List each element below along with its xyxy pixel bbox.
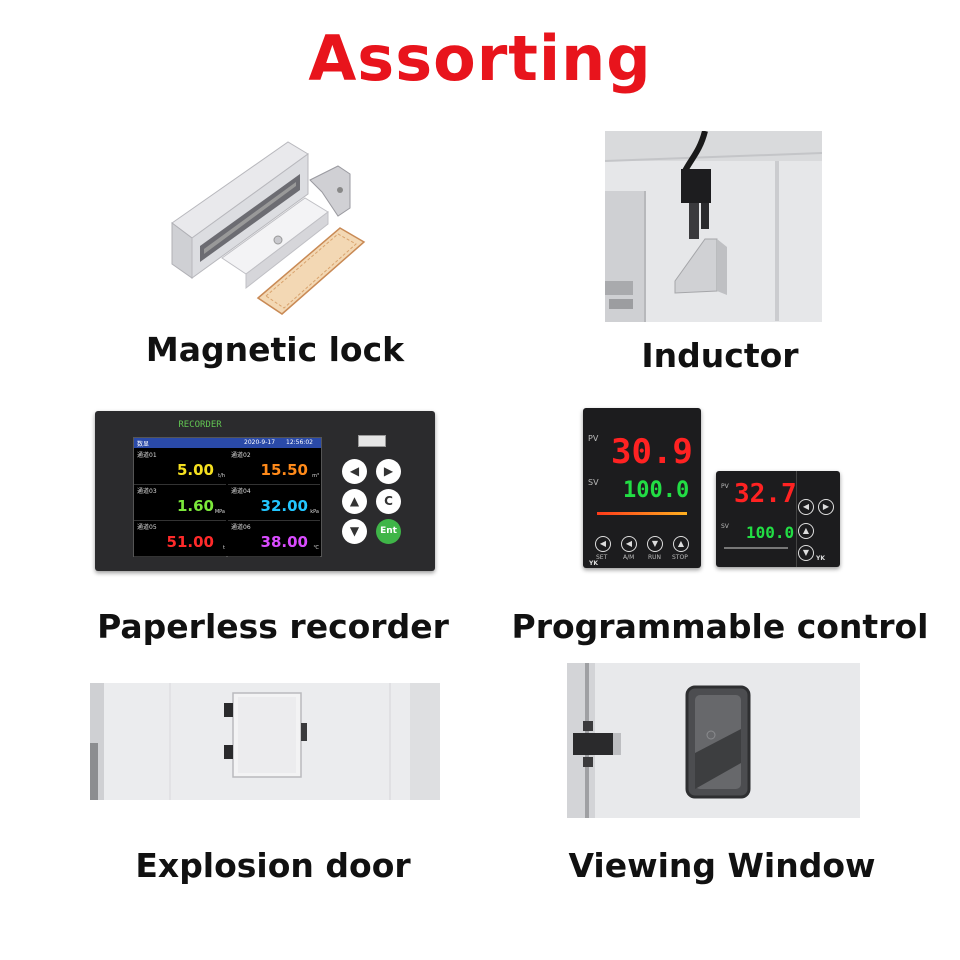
recorder-brand: RECORDER xyxy=(178,420,222,430)
channel-name: 通道02 xyxy=(231,452,251,459)
bar-indicator xyxy=(724,547,788,549)
channel-unit: t xyxy=(223,545,225,551)
sv-label: SV xyxy=(721,523,729,530)
stop-button[interactable]: ▲ xyxy=(673,536,689,552)
recorder-channel-06: 通道06 38.00 ℃ xyxy=(228,521,320,557)
right-button[interactable]: ▶ xyxy=(818,499,834,515)
set-label: SET xyxy=(596,554,608,561)
recorder-time: 12:56:02 xyxy=(286,439,313,446)
controller-large: PV 30.9 SV 100.0 ◀ ◀ ▼ ▲ SET A/M RUN STO… xyxy=(583,408,701,568)
channel-name: 通道06 xyxy=(231,524,251,531)
recorder-channel-03: 通道03 1.60 MPa xyxy=(134,485,226,521)
right-arrow-button[interactable]: ▶ xyxy=(376,459,401,484)
channel-unit: kPa xyxy=(310,509,319,515)
recorder-status-bar: 数显 2020-9-17 12:56:02 xyxy=(134,438,321,448)
inductor-caption: Inductor xyxy=(641,336,799,375)
down-button[interactable]: ▼ xyxy=(798,545,814,561)
channel-value: 32.00 xyxy=(260,497,308,515)
button-panel xyxy=(796,471,797,567)
recorder-screen: 数显 2020-9-17 12:56:02 通道01 5.00 t/h 通道02… xyxy=(133,437,322,557)
controller-small: PV 32.7 SV 100.0 ◀ ▶ ▲ ▼ YK xyxy=(716,471,840,567)
channel-name: 通道01 xyxy=(137,452,157,459)
channel-unit: t/h xyxy=(218,473,225,479)
pv-display: 30.9 xyxy=(611,432,693,472)
channel-name: 通道05 xyxy=(137,524,157,531)
channel-unit: m³ xyxy=(312,473,319,479)
pv-label: PV xyxy=(721,483,729,490)
sv-display: 100.0 xyxy=(623,478,690,503)
brand-logo: YK xyxy=(589,560,598,567)
run-button[interactable]: ▼ xyxy=(647,536,663,552)
enter-button[interactable]: Ent xyxy=(376,519,401,544)
up-arrow-button[interactable]: ▲ xyxy=(342,489,367,514)
am-label: A/M xyxy=(623,554,635,561)
viewing-window-image xyxy=(567,663,860,818)
channel-unit: MPa xyxy=(214,509,225,515)
run-label: RUN xyxy=(648,554,662,561)
page-title: Assorting xyxy=(308,22,652,95)
channel-unit: ℃ xyxy=(313,545,319,551)
recorder-channel-02: 通道02 15.50 m³ xyxy=(228,449,320,485)
channel-name: 通道03 xyxy=(137,488,157,495)
am-button[interactable]: ◀ xyxy=(621,536,637,552)
recorder-date: 2020-9-17 xyxy=(244,439,276,446)
usb-port-icon xyxy=(358,435,386,447)
explosion-door-image xyxy=(90,683,440,800)
pv-display: 32.7 xyxy=(734,479,797,509)
channel-value: 51.00 xyxy=(166,533,214,551)
sv-label: SV xyxy=(588,478,599,487)
pv-label: PV xyxy=(588,434,599,443)
magnetic-lock-image xyxy=(160,128,390,318)
viewing-window-caption: Viewing Window xyxy=(568,846,876,885)
paperless-recorder-image: RECORDER 数显 2020-9-17 12:56:02 通道01 5.00… xyxy=(95,411,435,571)
up-button[interactable]: ▲ xyxy=(798,523,814,539)
left-button[interactable]: ◀ xyxy=(798,499,814,515)
c-button[interactable]: C xyxy=(376,489,401,514)
programmable-control-caption: Programmable control xyxy=(511,607,929,646)
inductor-image xyxy=(605,131,822,322)
paperless-recorder-caption: Paperless recorder xyxy=(97,607,449,646)
set-button[interactable]: ◀ xyxy=(595,536,611,552)
bar-indicator xyxy=(597,512,687,515)
magnetic-lock-caption: Magnetic lock xyxy=(145,330,405,369)
channel-value: 38.00 xyxy=(260,533,308,551)
channel-name: 通道04 xyxy=(231,488,251,495)
channel-value: 15.50 xyxy=(260,461,308,479)
stop-label: STOP xyxy=(672,554,688,561)
left-arrow-button[interactable]: ◀ xyxy=(342,459,367,484)
recorder-channel-05: 通道05 51.00 t xyxy=(134,521,226,557)
recorder-screen-title: 数显 xyxy=(137,441,150,448)
brand-logo: YK xyxy=(816,555,825,562)
down-arrow-button[interactable]: ▼ xyxy=(342,519,367,544)
recorder-channel-04: 通道04 32.00 kPa xyxy=(228,485,320,521)
recorder-channel-01: 通道01 5.00 t/h xyxy=(134,449,226,485)
channel-value: 1.60 xyxy=(176,497,214,515)
channel-value: 5.00 xyxy=(176,461,214,479)
explosion-door-caption: Explosion door xyxy=(135,846,411,885)
sv-display: 100.0 xyxy=(746,523,795,542)
